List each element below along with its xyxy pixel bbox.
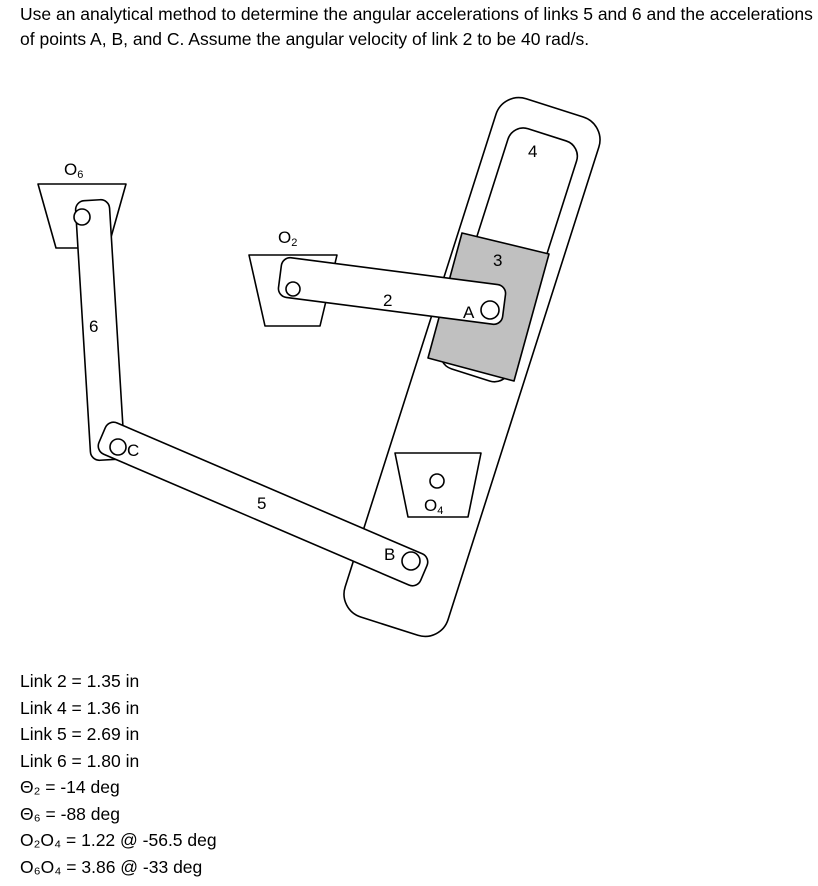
label-link-5: 5 [257, 494, 266, 513]
link-5 [97, 421, 429, 587]
link-2 [277, 256, 507, 326]
label-b: B [384, 545, 395, 564]
label-link-3: 3 [493, 251, 502, 270]
given-link-5: Link 5 = 2.69 in [20, 724, 140, 744]
pivot-o6 [73, 208, 91, 226]
pivot-o2 [285, 281, 301, 297]
label-link-4: 4 [528, 142, 537, 161]
link-6 [74, 198, 126, 462]
label-link-2: 2 [383, 291, 392, 310]
pin-b [401, 551, 421, 571]
pin-a [480, 300, 500, 320]
label-c: C [127, 441, 139, 460]
problem-statement: Use an analytical method to determine th… [20, 4, 813, 49]
label-link-6: 6 [89, 317, 98, 336]
given-theta-2: Θ₂ = -14 deg [20, 777, 120, 797]
given-theta-6: Θ₆ = -88 deg [20, 803, 120, 824]
label-o2: O2 [278, 228, 297, 249]
label-o6: O6 [64, 160, 83, 181]
linkage-diagram: O6 O2 O4 2 3 4 5 6 A B C [37, 96, 601, 638]
label-o4: O4 [424, 496, 443, 517]
given-link-2: Link 2 = 1.35 in [20, 671, 140, 691]
given-link-6: Link 6 = 1.80 in [20, 750, 140, 771]
label-a: A [463, 303, 475, 322]
given-values-list: Link 2 = 1.35 in Link 4 = 1.36 in Link 5… [20, 668, 217, 880]
given-o2o4: O₂O₄ = 1.22 @ -56.5 deg [20, 830, 217, 850]
pin-c [109, 438, 127, 456]
given-link-4: Link 4 = 1.36 in [20, 697, 140, 718]
given-o6o4: O₆O₄ = 3.86 @ -33 deg [20, 856, 203, 877]
pivot-o4 [429, 473, 445, 489]
